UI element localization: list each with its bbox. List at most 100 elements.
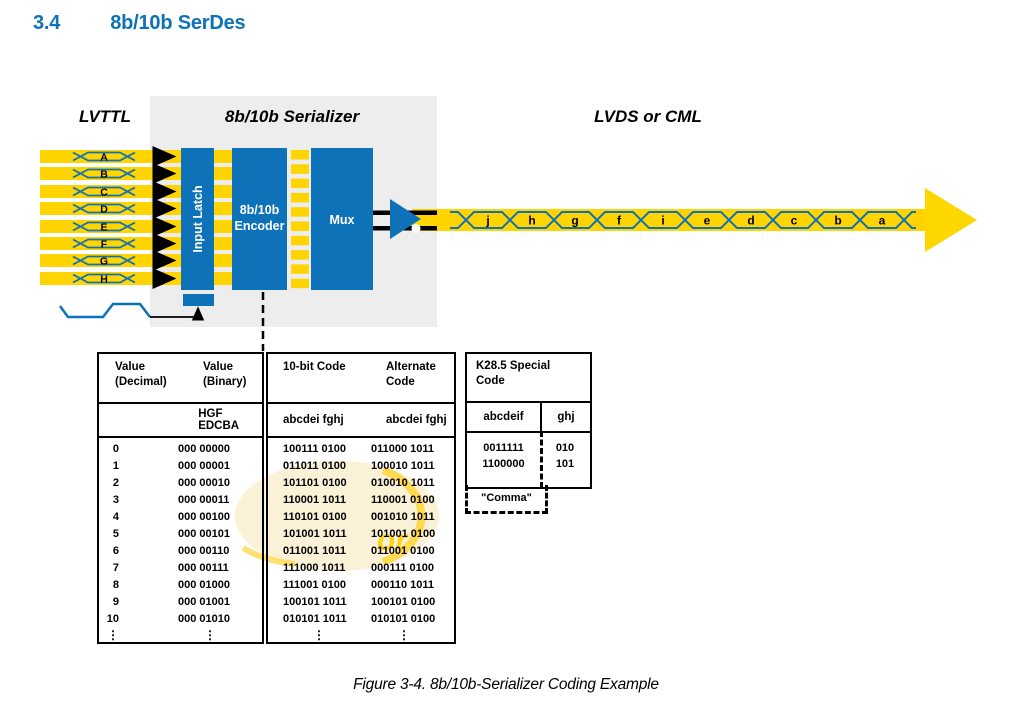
logo-watermark: or bbox=[235, 461, 439, 571]
cell-binary: 000 00110 bbox=[178, 545, 230, 557]
cell-alternate-code: 010101 0100 bbox=[371, 613, 436, 625]
cell-10bit-code: 101001 1011 bbox=[283, 528, 347, 540]
cell-alternate-code: 011001 0100 bbox=[371, 545, 435, 557]
code-table-values: Value (Decimal) Value (Binary) HGF EDCBA… bbox=[97, 352, 264, 644]
serial-bit-label: b bbox=[834, 214, 841, 228]
cell-abcdeif: 1100000 bbox=[482, 458, 525, 470]
table-row: 0 000 00000 bbox=[99, 441, 262, 458]
comma-callout: "Comma" bbox=[465, 485, 548, 514]
section-title: 8b/10b SerDes bbox=[110, 12, 246, 34]
input-bit-label: F bbox=[101, 239, 108, 251]
cell-10bit-code: 111000 1011 bbox=[283, 562, 346, 574]
header-value-decimal: Value (Decimal) bbox=[115, 361, 167, 388]
table-row: 011001 1011 011001 0100 bbox=[268, 543, 454, 560]
cell-10bit-code: 011011 0100 bbox=[283, 460, 347, 472]
k28-column-headers: abcdeif ghj bbox=[467, 403, 590, 433]
cell-ghj: 010 bbox=[555, 442, 575, 454]
cell-alternate-code: 000111 0100 bbox=[371, 562, 435, 574]
serial-eye-lower bbox=[450, 211, 916, 229]
cell-alternate-code: 001010 1011 bbox=[371, 511, 435, 523]
input-latch-label: Input Latch bbox=[191, 185, 205, 252]
serial-bit-label: g bbox=[571, 214, 578, 228]
serializer-diagram: LVTTL 8b/10b Serializer LVDS or CML A B … bbox=[40, 96, 977, 351]
mux-label: Mux bbox=[330, 213, 355, 227]
cell-binary: 000 00000 bbox=[178, 443, 230, 455]
cell-10bit-code: 100101 1011 bbox=[283, 596, 347, 608]
k28-rows: 0011111 010 1100000 101 bbox=[467, 431, 590, 488]
cell-decimal: 10 bbox=[106, 613, 119, 625]
input-latch-block bbox=[181, 148, 214, 290]
value-rows: 0 000 00000 1 000 00001 2 000 00010 3 00… bbox=[99, 438, 262, 628]
cell-decimal: 2 bbox=[112, 477, 119, 489]
table-row: 5 000 00101 bbox=[99, 526, 262, 543]
subheader-abcdei-fghj: abcdei fghj bbox=[283, 414, 344, 426]
table-row: 10 000 01010 bbox=[99, 611, 262, 628]
clock-input-block bbox=[183, 294, 214, 306]
cell-10bit-code: 011001 1011 bbox=[283, 545, 347, 557]
serial-bit-label: h bbox=[528, 214, 535, 228]
input-signal-row: E bbox=[40, 216, 181, 237]
label-serializer: 8b/10b Serializer bbox=[225, 107, 361, 126]
cell-binary: 000 01010 bbox=[178, 613, 230, 625]
cell-decimal: 4 bbox=[112, 511, 119, 523]
table-row: 7 000 00111 bbox=[99, 560, 262, 577]
serial-bit-label: d bbox=[747, 214, 754, 228]
input-bit-label: G bbox=[100, 256, 108, 268]
serial-stream-bar bbox=[412, 209, 928, 231]
table-row: 3 000 00011 bbox=[99, 492, 262, 509]
table-row: 100101 1011 100101 0100 bbox=[268, 594, 454, 611]
subheader-abcdei-fghj: abcdei fghj bbox=[386, 414, 447, 426]
input-bit-label: E bbox=[100, 222, 107, 234]
table-row: 9 000 01001 bbox=[99, 594, 262, 611]
watermark-text: or bbox=[377, 524, 409, 557]
cell-binary: 000 00100 bbox=[178, 511, 230, 523]
header-ghj: ghj bbox=[540, 403, 590, 431]
cell-10bit-code: 110101 0100 bbox=[283, 511, 347, 523]
cell-alternate-code: 011000 1011 bbox=[371, 443, 435, 455]
table-row: 1100000 101 bbox=[467, 456, 590, 472]
table-row: 1 000 00001 bbox=[99, 458, 262, 475]
output-driver-icon bbox=[390, 199, 421, 239]
code-table-header: 10-bit Code Alternate Code bbox=[268, 354, 454, 404]
header-value-binary: Value (Binary) bbox=[203, 361, 247, 388]
cell-binary: 000 00011 bbox=[178, 494, 230, 506]
code-table-header: Value (Decimal) Value (Binary) bbox=[99, 354, 262, 404]
table-row: 111001 0100 000110 1011 bbox=[268, 577, 454, 594]
table-row: 010101 1011 010101 0100 bbox=[268, 611, 454, 628]
header-alternate-code: Alternate Code bbox=[386, 361, 436, 388]
cell-10bit-code: 111001 0100 bbox=[283, 579, 347, 591]
table-row: 6 000 00110 bbox=[99, 543, 262, 560]
cell-alternate-code: 100010 1011 bbox=[371, 460, 435, 472]
label-lvds-cml: LVDS or CML bbox=[594, 107, 702, 126]
k28-special-code-table: K28.5 Special Code abcdeif ghj 0011111 0… bbox=[465, 352, 592, 489]
code-rows: 100111 0100 011000 1011 011011 0100 1000… bbox=[268, 438, 454, 628]
cell-10bit-code: 110001 1011 bbox=[283, 494, 347, 506]
cell-abcdeif: 0011111 bbox=[483, 442, 524, 454]
encoder-block bbox=[232, 148, 287, 290]
figure-caption: Figure 3-4. 8b/10b-Serializer Coding Exa… bbox=[353, 676, 659, 693]
k28-title: K28.5 Special Code bbox=[467, 354, 590, 403]
cell-alternate-code: 110001 0100 bbox=[371, 494, 435, 506]
table-row: 4 000 00100 bbox=[99, 509, 262, 526]
cell-decimal: 7 bbox=[112, 562, 119, 574]
cell-binary: 000 00010 bbox=[178, 477, 230, 489]
input-signal-row: B bbox=[40, 163, 181, 184]
clock-arrow bbox=[150, 306, 205, 321]
encoder-mux-bus bbox=[291, 150, 309, 289]
input-signal-row: C bbox=[40, 181, 181, 202]
latch-encoder-bus bbox=[214, 150, 232, 285]
cell-ghj: 101 bbox=[555, 458, 575, 470]
code-table-codes: 10-bit Code Alternate Code abcdei fghj a… bbox=[266, 352, 456, 644]
stream-arrowhead-icon bbox=[925, 188, 977, 252]
cell-alternate-code: 101001 0100 bbox=[371, 528, 436, 540]
encoder-label-line1: 8b/10b bbox=[240, 203, 280, 217]
serial-bit-label: c bbox=[791, 214, 798, 228]
table-row: 8 000 01000 bbox=[99, 577, 262, 594]
inverted-output-dot bbox=[411, 224, 421, 233]
serial-bit-label: i bbox=[661, 214, 664, 228]
input-bit-label: C bbox=[100, 187, 108, 199]
serial-bit-label: e bbox=[704, 214, 711, 228]
cell-binary: 000 01000 bbox=[178, 579, 230, 591]
ellipsis-row: ⋮ ⋮ bbox=[313, 628, 410, 642]
